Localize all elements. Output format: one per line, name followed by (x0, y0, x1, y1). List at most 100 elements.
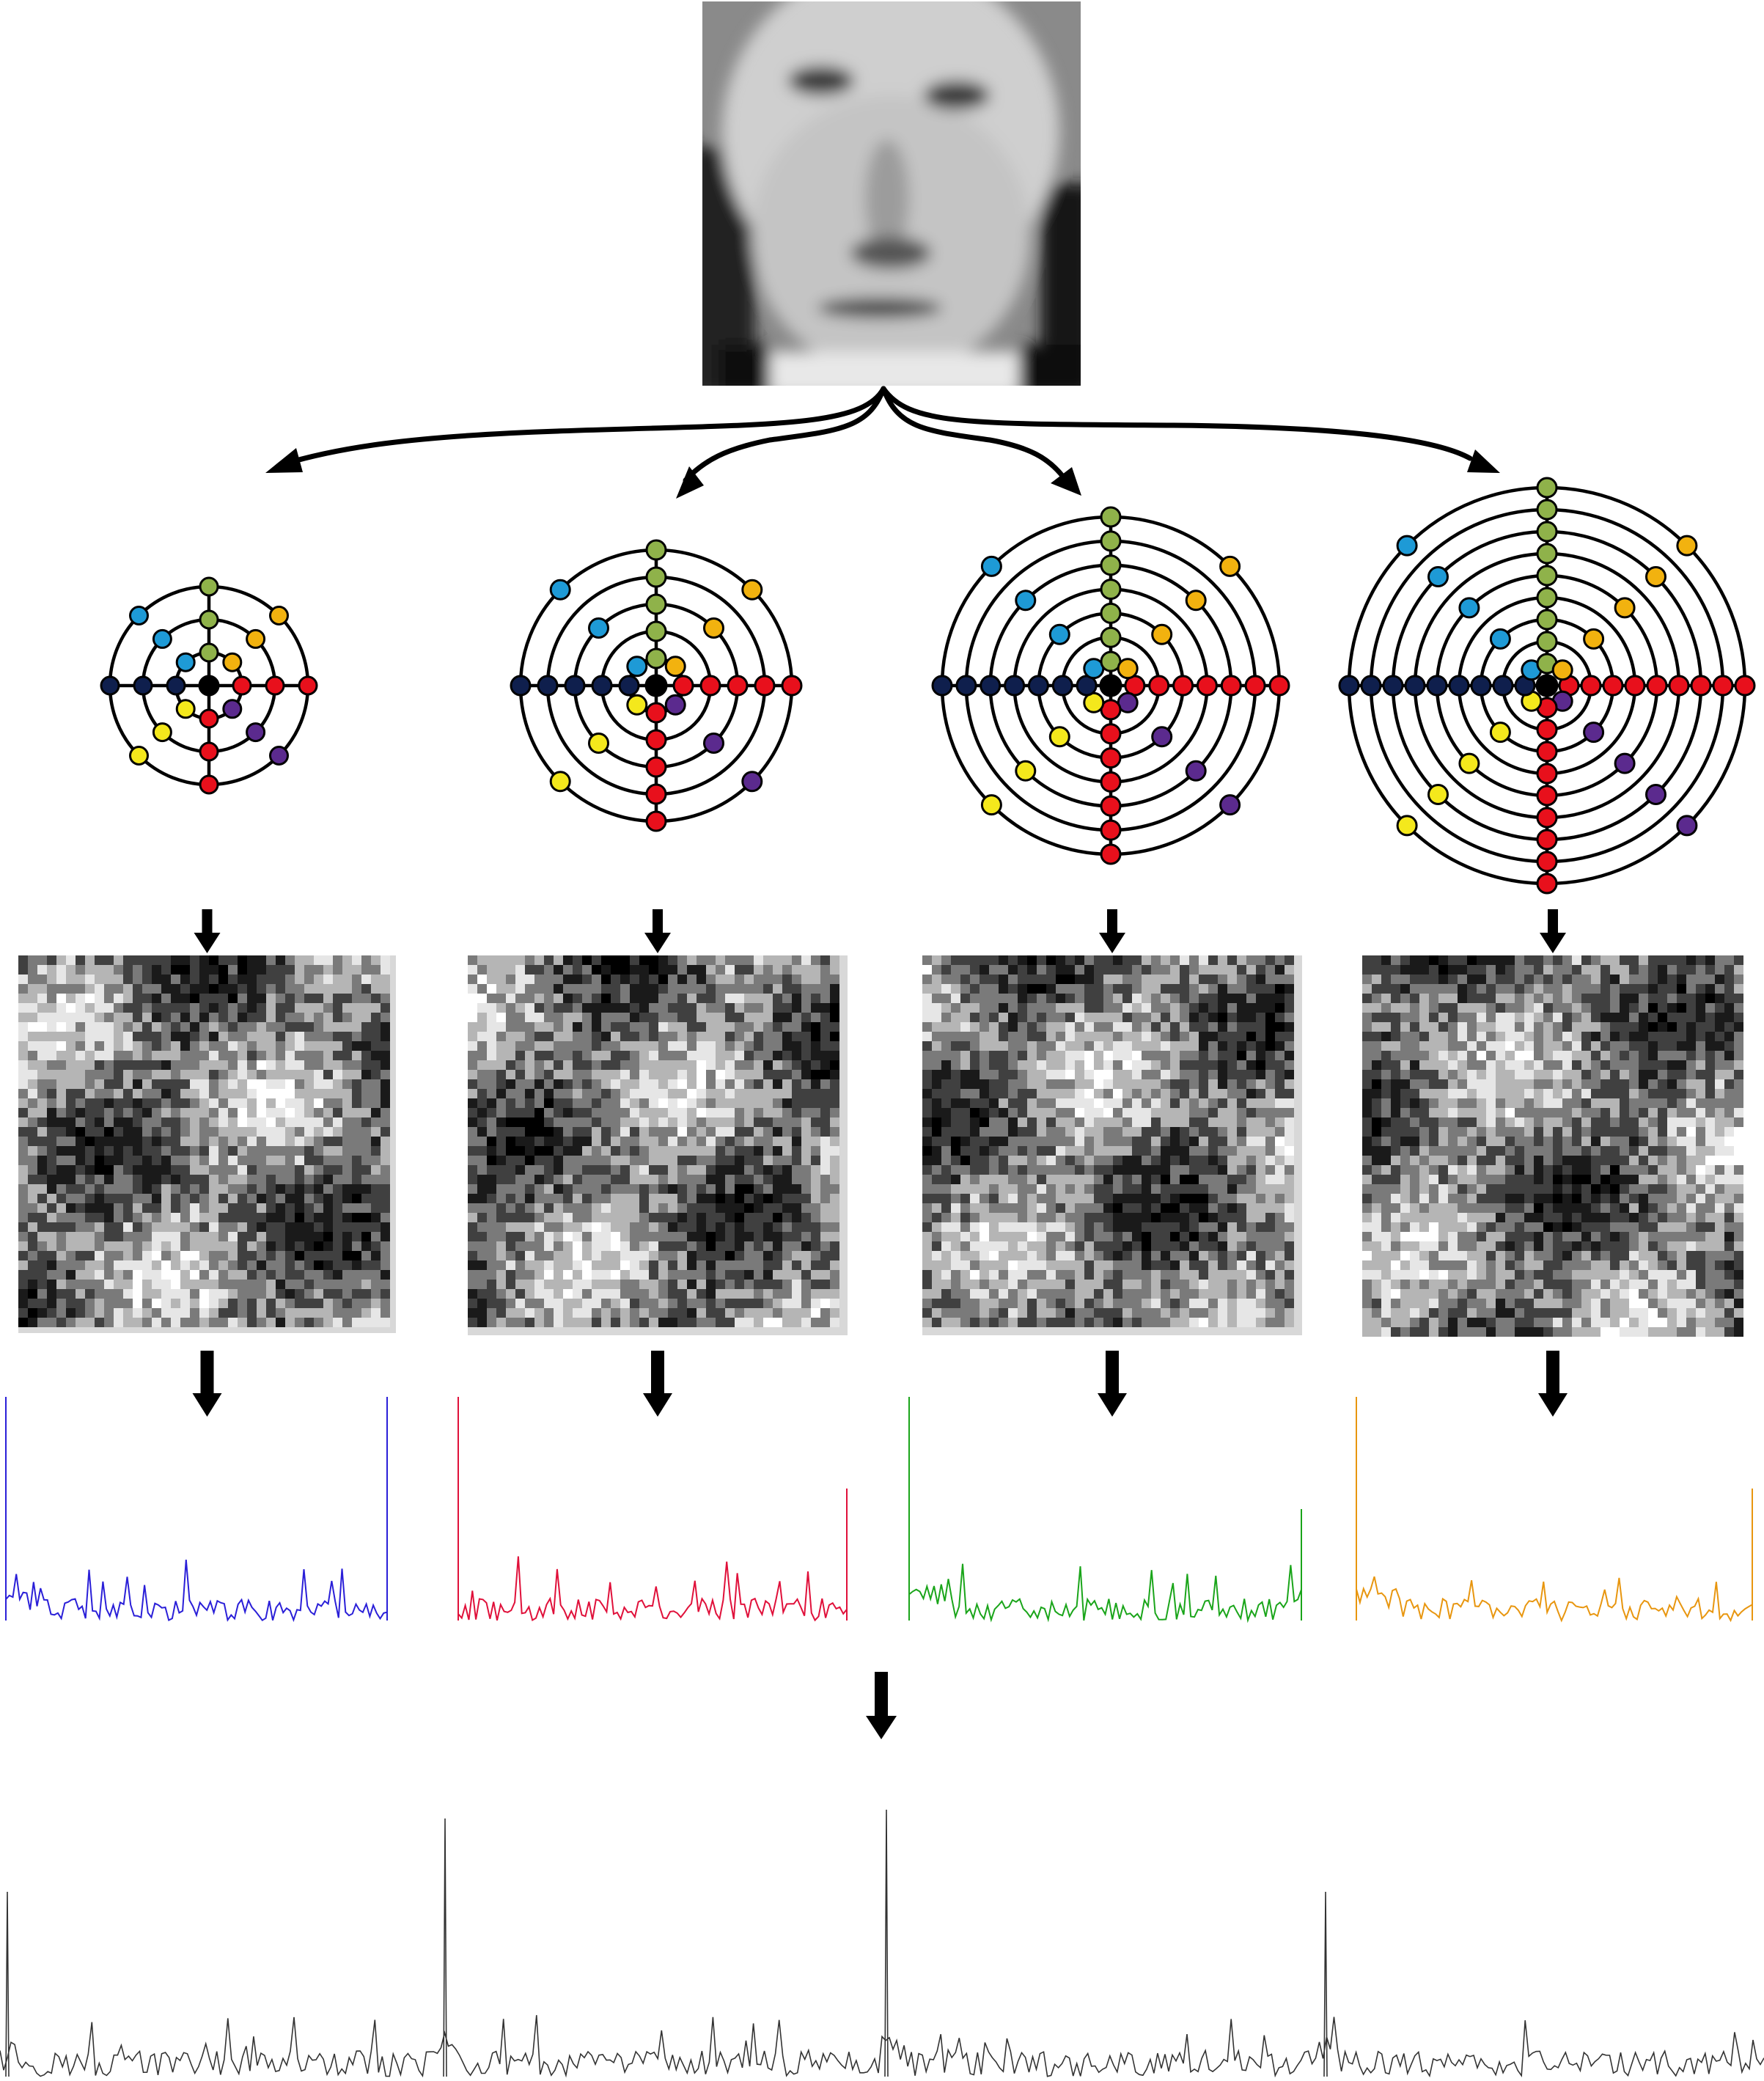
scale-4-sample-point-west (1448, 675, 1470, 697)
scale-3-sample-point-north-east (1117, 658, 1139, 680)
scale-2-sample-point-south-east (703, 733, 724, 754)
scale-2-sample-point-north-east (703, 617, 724, 639)
scale-3-sample-point-west (931, 675, 953, 697)
scale-3-sampling-pattern (931, 506, 1290, 865)
scale-3-sample-point-west (955, 675, 977, 697)
scale-1-sample-point-north-west (175, 652, 196, 672)
scale-2-sample-point-south-east (741, 771, 763, 793)
scale-2-sample-point-west (591, 675, 613, 697)
scale-2-sampling-pattern (510, 539, 803, 832)
scale-1-sample-point-south (199, 708, 219, 729)
scale-3-sample-point-east (1220, 675, 1242, 697)
scale-3-sample-point-north-west (980, 555, 1002, 577)
scale-2-sample-point-south-east (664, 694, 686, 716)
scale-1-sample-point-north (199, 576, 219, 597)
scale-4-sample-point-west (1404, 675, 1426, 697)
scale-4-sample-point-north-west (1427, 566, 1449, 587)
scale-1-arrow-to-texture (194, 909, 221, 953)
split-arrow-heads (265, 448, 1500, 499)
scale-2-sample-point-north (645, 593, 667, 615)
scale-2-sample-point-north (645, 539, 667, 561)
scale-4-sample-point-north (1536, 631, 1558, 653)
concat-arrow (866, 1672, 897, 1739)
scale-1-sample-point-south-west (129, 746, 149, 766)
scale-3-sample-point-north-east (1151, 623, 1173, 645)
scale-4-sample-point-east (1668, 675, 1690, 697)
scale-2-lbp-texture-image (468, 955, 848, 1335)
scale-3-sample-point-south-east (1219, 794, 1241, 816)
scale-4-sample-point-east (1690, 675, 1712, 697)
scale-3-sample-point-east (1244, 675, 1266, 697)
scale-2-sample-point-north (645, 620, 667, 642)
scale-1-center-point (198, 675, 220, 697)
scale-1-histogram (5, 1397, 388, 1623)
scale-1-sample-point-north-east (246, 628, 266, 649)
scale-4-arrow-to-texture (1540, 909, 1566, 953)
scale-3-sample-point-west (1027, 675, 1049, 697)
scale-2-sample-point-north (645, 647, 667, 669)
scale-3-sample-point-north-west (1048, 623, 1070, 645)
scale-4-sample-point-north (1536, 587, 1558, 609)
scale-4-sample-point-south (1536, 719, 1558, 741)
scale-4-sample-point-east (1712, 675, 1734, 697)
scale-4-column (1338, 477, 1756, 1623)
scale-2-histogram (457, 1397, 848, 1622)
scale-2-sample-point-north-west (549, 579, 571, 601)
scale-2-sample-point-north-west (588, 617, 609, 639)
scale-4-sample-point-north (1536, 565, 1558, 587)
arrow-to-scale-1 (276, 386, 886, 469)
scale-3-sample-point-south (1100, 747, 1122, 769)
scale-4-sample-point-north-west (1458, 597, 1480, 619)
scale-1-sample-point-east (298, 675, 318, 696)
scale-2-sample-point-east (727, 675, 749, 697)
scale-4-lbp-texture-image (1362, 955, 1743, 1337)
scale-3-sample-point-east (1196, 675, 1218, 697)
scale-3-sample-point-south (1100, 723, 1122, 745)
scale-2-sample-point-south-west (549, 771, 571, 793)
scale-1-sample-point-east (265, 675, 285, 696)
scale-2-sample-point-west (510, 675, 532, 697)
scale-4-sample-point-east (1646, 675, 1668, 697)
scale-4-histogram-line (1356, 1397, 1753, 1623)
scale-4-sample-point-south-east (1583, 722, 1605, 744)
scale-1-sample-point-north-east (269, 606, 289, 625)
scale-4-sample-point-west (1360, 675, 1382, 697)
scale-4-sample-point-west (1382, 675, 1404, 697)
scale-4-histogram (1356, 1397, 1753, 1623)
scale-3-sample-point-north-east (1185, 590, 1207, 612)
scale-1-sample-point-south-east (269, 746, 289, 766)
scale-1-sample-point-east (232, 675, 252, 696)
scale-1-sample-point-west (100, 675, 120, 696)
scale-4-sample-point-north (1536, 477, 1558, 499)
concatenated-histogram (0, 1809, 1764, 2078)
scale-1-sampling-pattern (100, 576, 318, 795)
scale-4-sample-point-north (1536, 543, 1558, 565)
scale-1-sample-point-north (199, 609, 219, 630)
scale-1-sample-point-south-east (246, 722, 266, 743)
scale-4-sampling-pattern (1338, 477, 1756, 895)
scale-3-sample-point-west (980, 675, 1002, 697)
arrowhead-2 (676, 466, 704, 499)
scale-4-sample-point-west (1426, 675, 1448, 697)
scale-3-sample-point-east (1268, 675, 1290, 697)
input-face-image (702, 1, 1081, 386)
scale-4-sample-point-south-west (1396, 815, 1418, 837)
scale-3-sample-point-south (1100, 771, 1122, 793)
scale-4-sample-point-north-east (1614, 597, 1636, 619)
scale-4-sample-point-north-west (1396, 535, 1418, 557)
scale-4-sample-point-south (1536, 785, 1558, 807)
scale-1-sample-point-south (199, 774, 219, 795)
scale-1-sample-point-north (199, 642, 219, 663)
scale-3-column (908, 506, 1302, 1623)
scale-4-sample-point-south-west (1458, 752, 1480, 774)
scale-3-sample-point-south (1100, 819, 1122, 841)
scale-1-sample-point-north-west (129, 606, 149, 625)
scale-2-sample-point-south (645, 729, 667, 751)
scale-1-lbp-texture-image (18, 955, 396, 1333)
scale-4-sample-point-north-west (1489, 628, 1511, 650)
scale-2-histogram-line (457, 1397, 848, 1622)
scale-4-sample-point-south (1536, 873, 1558, 895)
scale-3-lbp-texture-image (922, 955, 1302, 1335)
scale-4-sample-point-north-east (1645, 566, 1666, 587)
scale-3-sample-point-north-east (1219, 555, 1241, 577)
